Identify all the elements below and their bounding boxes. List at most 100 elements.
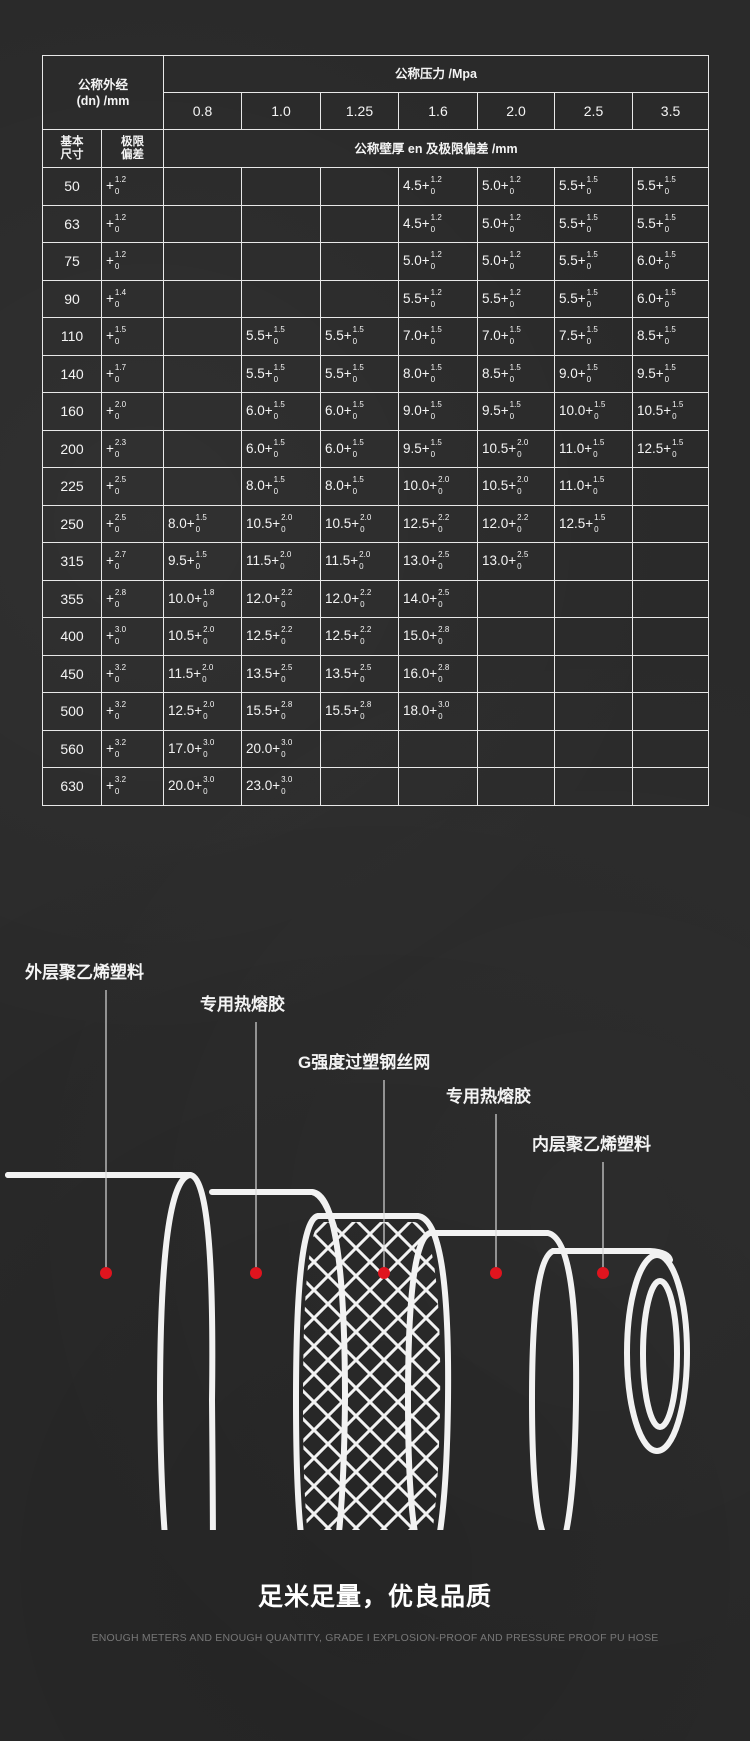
header-dn-unit: (dn) /mm bbox=[76, 93, 130, 108]
wall-value: 10.5 bbox=[325, 515, 352, 531]
tol-upper: 1.2 bbox=[430, 250, 442, 260]
tol-upper: 2.0 bbox=[517, 475, 529, 485]
plus-sign: + bbox=[585, 515, 594, 531]
tol-lower: 0 bbox=[664, 337, 670, 347]
wall-value: 5.5 bbox=[637, 178, 656, 194]
wall-value: 12.0 bbox=[482, 515, 509, 531]
wall-cell bbox=[241, 279, 321, 318]
tol-lower: 0 bbox=[430, 412, 436, 422]
plus-sign: + bbox=[106, 665, 114, 681]
plus-sign: + bbox=[343, 403, 352, 419]
tol-upper: 1.5 bbox=[195, 512, 207, 522]
plus-sign: + bbox=[577, 253, 586, 269]
plus-sign: + bbox=[655, 290, 664, 306]
tol-upper: 3.0 bbox=[114, 625, 127, 635]
tol-upper: 1.5 bbox=[586, 325, 598, 335]
wall-cell bbox=[163, 392, 242, 431]
tol-lower: 0 bbox=[509, 374, 515, 384]
row-dn: 500 bbox=[42, 692, 102, 731]
plus-sign: + bbox=[106, 515, 114, 531]
wall-value: 5.5 bbox=[325, 365, 344, 381]
tol-upper: 3.0 bbox=[281, 775, 293, 785]
tol-lower: 0 bbox=[509, 224, 515, 234]
tol-upper: 1.2 bbox=[114, 175, 127, 185]
tol-upper: 1.5 bbox=[586, 362, 598, 372]
plus-sign: + bbox=[106, 440, 114, 456]
tol-upper: 1.5 bbox=[664, 212, 676, 222]
tol-lower: 0 bbox=[438, 599, 443, 609]
layer-dots bbox=[100, 1267, 609, 1279]
wall-value: 12.5 bbox=[246, 628, 273, 644]
tol-upper: 1.2 bbox=[430, 212, 442, 222]
plus-sign: + bbox=[272, 628, 281, 644]
wall-cell bbox=[163, 242, 242, 281]
wall-value: 10.5 bbox=[482, 440, 509, 456]
wall-value: 5.5 bbox=[559, 253, 578, 269]
wall-value: 5.0 bbox=[482, 215, 501, 231]
tol-upper: 2.5 bbox=[281, 662, 293, 672]
plus-sign: + bbox=[429, 665, 438, 681]
row-dn: 63 bbox=[42, 204, 102, 243]
tol-lower: 0 bbox=[360, 599, 365, 609]
label-glue-1: 专用热熔胶 bbox=[200, 995, 285, 1014]
row-dn: 630 bbox=[42, 767, 102, 806]
header-dn: 公称外经 (dn) /mm bbox=[42, 55, 164, 130]
wall-cell bbox=[320, 204, 399, 243]
plus-sign: + bbox=[577, 328, 586, 344]
wall-value: 9.5 bbox=[168, 553, 187, 569]
wall-value: 15.5 bbox=[246, 703, 273, 719]
tol-upper: 1.5 bbox=[352, 400, 364, 410]
plus-sign: + bbox=[264, 478, 273, 494]
wall-value: 8.0 bbox=[246, 478, 265, 494]
plus-sign: + bbox=[577, 290, 586, 306]
tol-upper: 1.5 bbox=[672, 400, 684, 410]
tol-lower: 0 bbox=[281, 712, 286, 722]
plus-sign: + bbox=[106, 778, 114, 794]
plus-sign: + bbox=[351, 703, 360, 719]
tol-lower: 0 bbox=[359, 562, 364, 572]
tol-upper: 1.2 bbox=[509, 175, 521, 185]
plus-sign: + bbox=[351, 665, 360, 681]
tol-lower: 0 bbox=[593, 449, 598, 459]
row-dn: 355 bbox=[42, 579, 102, 618]
tol-lower: 0 bbox=[281, 749, 286, 759]
tol-lower: 0 bbox=[114, 337, 120, 347]
plus-sign: + bbox=[500, 290, 509, 306]
plus-sign: + bbox=[106, 628, 114, 644]
plus-sign: + bbox=[264, 328, 273, 344]
wall-value: 12.0 bbox=[325, 590, 352, 606]
wall-value: 5.5 bbox=[559, 215, 578, 231]
